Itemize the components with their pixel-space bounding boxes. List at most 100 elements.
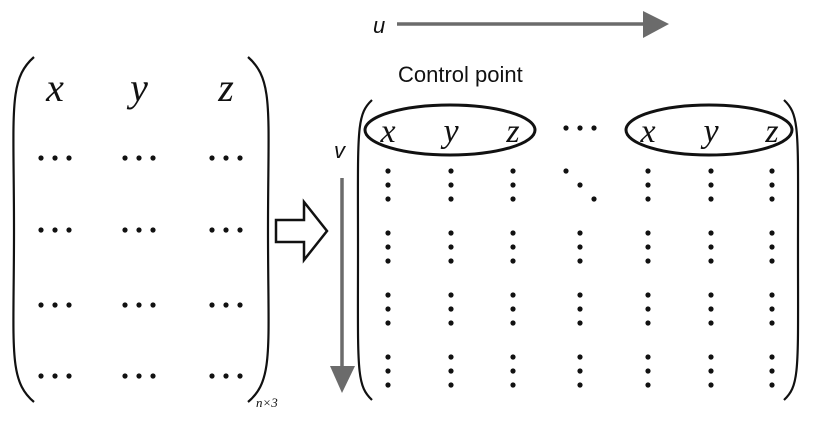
v-axis-arrowhead-icon	[330, 366, 355, 393]
ellipsis-dot	[769, 258, 775, 264]
ellipsis-dot	[385, 354, 391, 360]
ellipsis-dot	[708, 244, 714, 250]
ellipsis-dot	[708, 292, 714, 298]
ellipsis-dot	[708, 306, 714, 312]
u-axis: u	[373, 11, 669, 38]
ellipsis-dot	[385, 196, 391, 202]
v-axis-label: v	[334, 138, 347, 163]
ellipsis-dot	[769, 244, 775, 250]
ellipsis-dot	[577, 258, 583, 264]
vertical-ellipsis-icon	[448, 230, 454, 264]
vertical-ellipsis-icon	[708, 230, 714, 264]
ellipsis-dot	[708, 320, 714, 326]
ellipsis-dot	[209, 155, 215, 161]
vertical-ellipsis-icon	[769, 354, 775, 388]
vertical-ellipsis-icon	[510, 230, 516, 264]
ellipsis-dot	[510, 168, 516, 174]
left-header-z: z	[217, 65, 234, 110]
ellipsis-dot	[510, 230, 516, 236]
ellipsis-dot	[136, 373, 142, 379]
vertical-ellipsis-icon	[645, 292, 651, 326]
ellipsis-dot	[769, 368, 775, 374]
ellipsis-dot	[577, 292, 583, 298]
ellipsis-dot	[448, 182, 454, 188]
ellipsis-dot	[52, 227, 58, 233]
right-header-z-last: z	[764, 113, 778, 150]
ellipsis-dot	[237, 227, 243, 233]
ellipsis-dot	[38, 302, 44, 308]
v-axis: v	[330, 138, 355, 393]
vertical-ellipsis-icon	[448, 168, 454, 202]
ellipsis-dot	[577, 244, 583, 250]
ellipsis-dot	[510, 354, 516, 360]
ellipsis-dot	[122, 155, 128, 161]
matrix-dimension-label: n×3	[256, 395, 278, 410]
u-axis-label: u	[373, 13, 385, 38]
ellipsis-dot	[708, 230, 714, 236]
ellipsis-dot	[769, 168, 775, 174]
horizontal-ellipsis-icon	[122, 373, 156, 379]
ellipsis-dot	[708, 196, 714, 202]
control-point-ellipse-first	[363, 103, 537, 157]
vertical-ellipsis-icon	[510, 354, 516, 388]
horizontal-ellipsis-icon	[38, 155, 72, 161]
horizontal-ellipsis-icon	[209, 155, 243, 161]
ellipsis-dot	[708, 182, 714, 188]
ellipsis-dot	[769, 292, 775, 298]
ellipsis-dot	[448, 382, 454, 388]
vertical-ellipsis-icon	[769, 230, 775, 264]
ellipsis-dot	[645, 292, 651, 298]
right-header-z-first: z	[505, 113, 519, 150]
horizontal-ellipsis-icon	[122, 227, 156, 233]
ellipsis-dot	[577, 125, 583, 131]
vertical-ellipsis-icon	[708, 354, 714, 388]
vertical-ellipsis-icon	[385, 292, 391, 326]
left-header-x: x	[45, 65, 64, 110]
ellipsis-dot	[708, 382, 714, 388]
ellipsis-dot	[577, 306, 583, 312]
ellipsis-dot	[645, 258, 651, 264]
ellipsis-dot	[645, 196, 651, 202]
ellipsis-dot	[122, 227, 128, 233]
vertical-ellipsis-icon	[577, 354, 583, 388]
ellipsis-dot	[209, 302, 215, 308]
right-header-ellipsis	[563, 125, 597, 131]
ellipsis-dot	[150, 302, 156, 308]
right-header-y-first: y	[440, 113, 459, 150]
ellipsis-dot	[122, 302, 128, 308]
ellipsis-dot	[385, 292, 391, 298]
ellipsis-dot	[237, 155, 243, 161]
ellipsis-dot	[510, 182, 516, 188]
ellipsis-dot	[645, 320, 651, 326]
ellipsis-dot	[448, 368, 454, 374]
right-matrix-ellipsis-rows	[385, 168, 775, 388]
ellipsis-dot	[448, 292, 454, 298]
ellipsis-dot	[52, 155, 58, 161]
ellipsis-dot	[448, 230, 454, 236]
ellipsis-dot	[510, 306, 516, 312]
ellipsis-dot	[645, 168, 651, 174]
ellipsis-dot	[385, 306, 391, 312]
left-matrix-close-paren	[247, 56, 270, 403]
ellipsis-dot	[563, 168, 569, 174]
ellipsis-dot	[577, 354, 583, 360]
ellipsis-dot	[385, 368, 391, 374]
vertical-ellipsis-icon	[577, 292, 583, 326]
ellipsis-dot	[769, 354, 775, 360]
ellipsis-dot	[769, 382, 775, 388]
control-point-ellipse-last	[624, 103, 794, 157]
ellipsis-dot	[150, 227, 156, 233]
ellipsis-dot	[645, 354, 651, 360]
ellipsis-dot	[448, 244, 454, 250]
ellipsis-dot	[52, 302, 58, 308]
vertical-ellipsis-icon	[385, 168, 391, 202]
ellipsis-dot	[510, 196, 516, 202]
horizontal-ellipsis-icon	[122, 155, 156, 161]
vertical-ellipsis-icon	[769, 168, 775, 202]
ellipsis-dot	[38, 155, 44, 161]
ellipsis-dot	[645, 244, 651, 250]
vertical-ellipsis-icon	[645, 230, 651, 264]
ellipsis-dot	[563, 125, 569, 131]
ellipsis-dot	[223, 373, 229, 379]
